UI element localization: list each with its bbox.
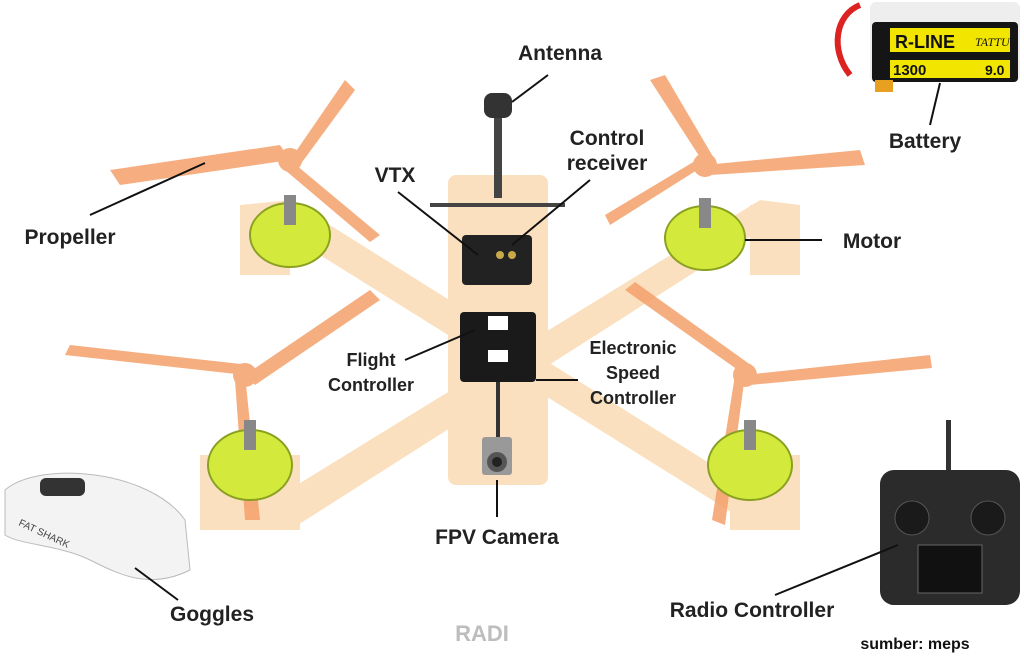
label-goggles: Goggles xyxy=(169,603,255,626)
label-vtx: VTX xyxy=(374,164,416,187)
source-credit: sumber: meps xyxy=(860,636,970,653)
svg-text:9.0: 9.0 xyxy=(985,62,1005,78)
label-line: Flight xyxy=(346,350,396,370)
antenna xyxy=(430,93,565,207)
motors xyxy=(207,202,793,501)
flight-controller-board xyxy=(460,312,536,382)
svg-text:R-LINE: R-LINE xyxy=(895,32,955,52)
battery: R-LINE TATTU 1300 9.0 xyxy=(834,2,1020,92)
label-line: Control xyxy=(569,127,645,150)
label-line: receiver xyxy=(566,152,648,175)
vtx-board xyxy=(462,235,532,285)
label-line: Controller xyxy=(589,388,676,408)
radio-controller xyxy=(880,420,1020,605)
label-fpv-camera: FPV Camera xyxy=(435,526,559,549)
leader-lines xyxy=(89,74,941,601)
fpv-camera xyxy=(482,437,512,475)
propeller-top-right xyxy=(605,75,865,225)
label-battery: Battery xyxy=(888,130,962,153)
svg-text:TATTU: TATTU xyxy=(975,35,1011,49)
svg-text:1300: 1300 xyxy=(893,62,926,79)
propeller-top-left xyxy=(110,80,380,242)
label-line: Controller xyxy=(327,375,415,395)
label-radio-controller: Radio Controller xyxy=(669,599,835,622)
watermark: RADI xyxy=(455,621,509,646)
label-motor: Motor xyxy=(842,230,902,253)
label-line: Electronic xyxy=(589,338,677,358)
goggles: FAT SHARK xyxy=(4,472,191,581)
label-propeller: Propeller xyxy=(24,226,116,249)
label-antenna: Antenna xyxy=(518,42,602,65)
label-line: Speed xyxy=(605,363,661,383)
